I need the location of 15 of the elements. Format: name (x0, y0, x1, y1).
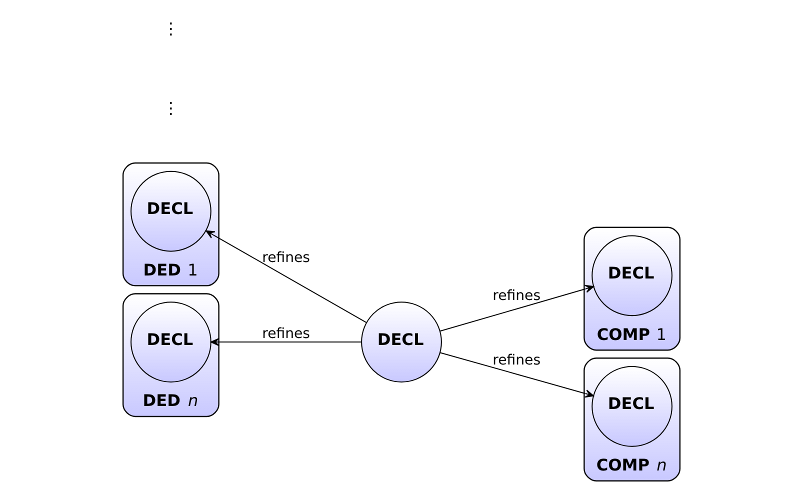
arrow (210, 338, 362, 346)
node-circle: DECL (361, 302, 442, 382)
arrow (206, 230, 367, 323)
arrow (440, 284, 594, 332)
label: ⋮ (162, 98, 179, 118)
edge-label: refines (262, 326, 310, 342)
arrow (440, 352, 594, 398)
edge-label: refines (262, 250, 310, 266)
node-circle: DECL (592, 366, 672, 447)
node-circle: DECL (592, 235, 672, 316)
label: ⋮ (162, 19, 179, 38)
edge-label: refines (492, 352, 541, 368)
node-circle: DECL (130, 302, 212, 382)
edge-label: refines (492, 288, 541, 304)
node-circle: DECL (130, 170, 212, 252)
